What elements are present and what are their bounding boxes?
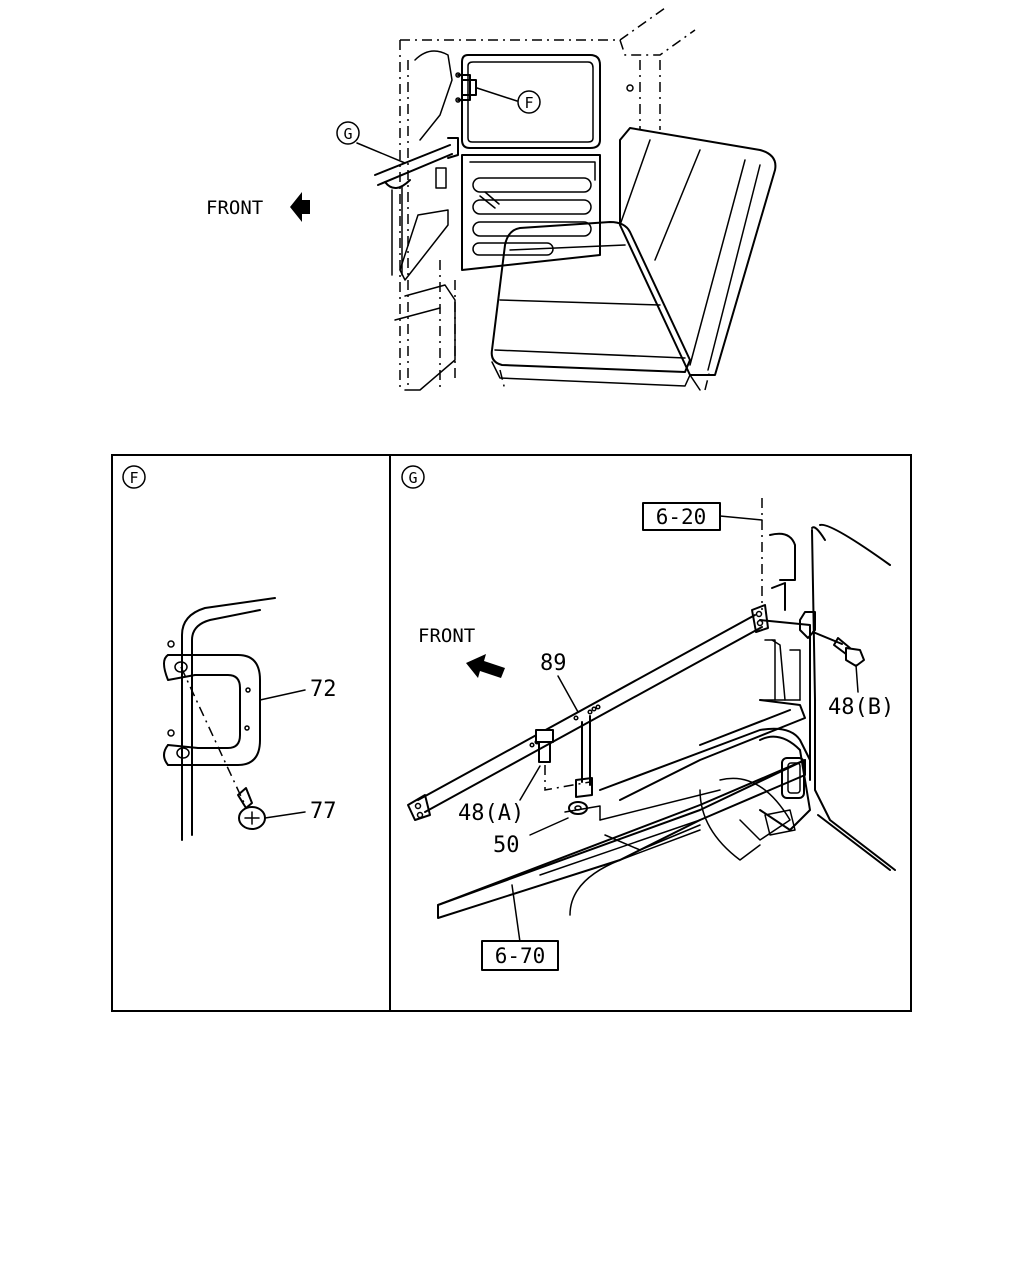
detail-f-panel: F 72 77 [122,465,337,841]
detail-front-label: FRONT [418,625,475,647]
part-89-label: 89 [540,651,567,676]
detail-g-marker-circle [401,465,425,489]
part-72-label: 72 [310,677,337,702]
ref-6-70-label: 6-70 [495,944,546,968]
callout-g-circle [336,121,360,145]
callout-f-circle [517,90,541,114]
front-label: FRONT [206,197,263,219]
detail-f-marker: F [129,469,138,487]
detail-frame [111,454,912,1012]
front-arrow-icon [290,192,310,222]
callout-f-label: F [524,94,533,112]
ref-6-70-box [481,940,559,971]
callout-g-label: G [343,125,352,143]
bolt-b-head-icon [845,647,865,667]
detail-front-arrow-icon [466,654,505,678]
bolt-b-label: 48(B) [828,695,894,720]
bolt-a-label: 48(A) [458,801,524,826]
part-77-label: 77 [310,799,337,824]
detail-g-marker: G [408,469,417,487]
screw-thread-icon [237,787,253,809]
bolt-a-head-icon [535,729,554,743]
detail-f-marker-circle [122,465,146,489]
detail-g-panel: G 6-20 48(B) [401,465,896,971]
ref-6-20-label: 6-20 [656,505,707,529]
washer-50-label: 50 [493,833,520,858]
overview-cab-interior: FRONT G F [206,7,777,391]
